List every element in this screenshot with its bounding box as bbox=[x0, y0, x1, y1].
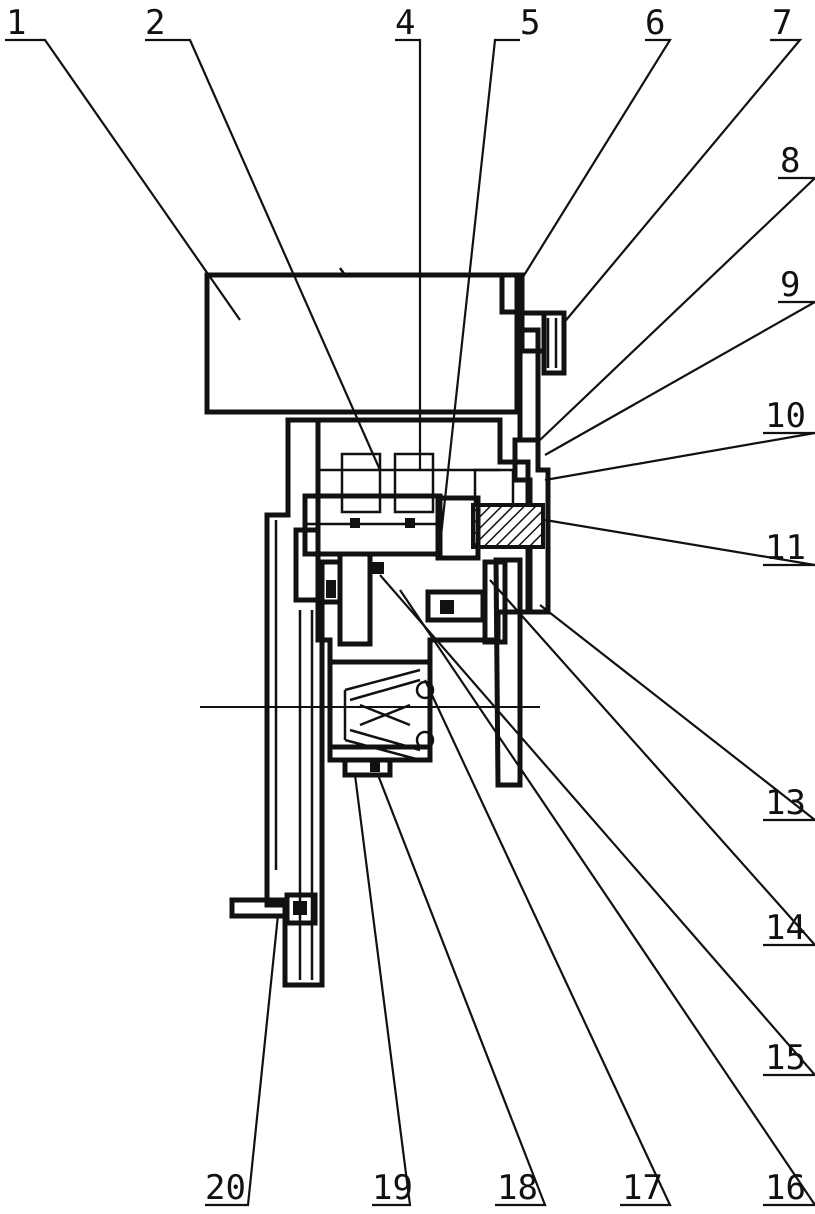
label-19: 19 bbox=[372, 1168, 413, 1208]
label-14: 14 bbox=[765, 908, 806, 948]
label-18: 18 bbox=[497, 1168, 538, 1208]
label-16: 16 bbox=[765, 1168, 806, 1208]
frame-bracket bbox=[499, 272, 567, 615]
label-5: 5 bbox=[520, 3, 540, 43]
label-17: 17 bbox=[622, 1168, 663, 1208]
label-9: 9 bbox=[780, 265, 800, 305]
label-6: 6 bbox=[645, 3, 665, 43]
label-15: 15 bbox=[765, 1038, 806, 1078]
label-20: 20 bbox=[205, 1168, 246, 1208]
label-2: 2 bbox=[145, 3, 165, 43]
label-1: 1 bbox=[6, 3, 26, 43]
label-4: 4 bbox=[395, 3, 415, 43]
label-7: 7 bbox=[772, 3, 792, 43]
bevel-gear bbox=[327, 659, 435, 778]
labels: 1 2 4 5 6 7 8 9 10 11 13 14 15 16 17 18 … bbox=[6, 3, 806, 1208]
label-10: 10 bbox=[765, 396, 806, 436]
label-11: 11 bbox=[765, 528, 806, 568]
leader-lines bbox=[5, 38, 815, 1207]
label-8: 8 bbox=[780, 141, 800, 181]
motor-housing bbox=[204, 267, 520, 415]
handle bbox=[229, 892, 318, 926]
label-13: 13 bbox=[765, 783, 806, 823]
